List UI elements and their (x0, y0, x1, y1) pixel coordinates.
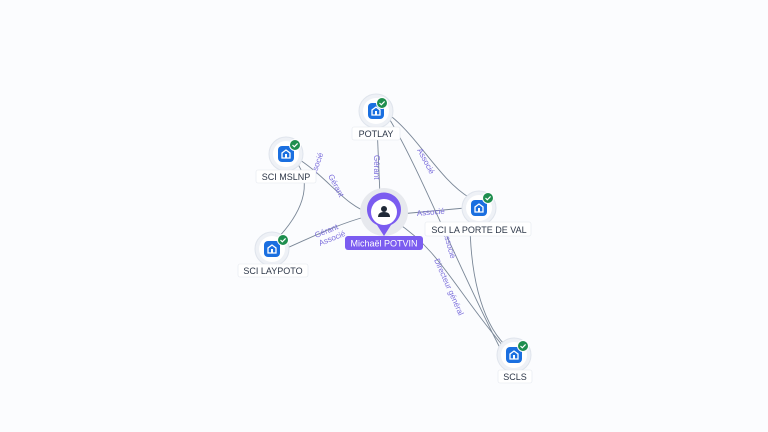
building-icon (264, 241, 280, 257)
edge-porte-scls (469, 219, 506, 346)
company-label: SCI LA PORTE DE VAL (431, 225, 526, 235)
company-node-sci-laypoto[interactable]: SCI LAYPOTO (237, 231, 309, 278)
edge-person-scls (395, 221, 509, 353)
verified-badge-icon (277, 234, 289, 246)
company-node-scls[interactable]: SCLS (496, 337, 533, 384)
company-label: SCI LAYPOTO (243, 266, 302, 276)
company-label: SCLS (503, 372, 527, 382)
edge-label: Associé (415, 147, 436, 176)
company-node-sci-la-porte-de-val[interactable]: SCI LA PORTE DE VAL (424, 190, 532, 237)
verified-badge-icon (517, 340, 529, 352)
edge-potlay-porte (391, 116, 471, 199)
edge-label: Gérant (326, 173, 346, 200)
building-icon (471, 200, 487, 216)
company-node-sci-mslnp[interactable]: SCI MSLNP (255, 136, 317, 184)
building-icon (278, 146, 294, 162)
edge-laypoto-mslnp (275, 159, 305, 241)
company-label: SCI MSLNP (262, 172, 311, 182)
edge-label: Gérant (372, 155, 381, 180)
edge-person-laypoto (286, 215, 369, 249)
edge-potlay-scls (389, 119, 501, 349)
company-label: POTLAY (359, 129, 394, 139)
verified-badge-icon (289, 139, 301, 151)
verified-badge-icon (376, 97, 388, 109)
edge-label: Associé (416, 207, 445, 218)
person-node-michael-potvin[interactable]: Michaël POTVIN (345, 188, 423, 250)
verified-badge-icon (482, 192, 494, 204)
company-node-potlay[interactable]: POTLAY (351, 93, 401, 141)
building-icon (506, 347, 522, 363)
person-label: Michaël POTVIN (350, 239, 417, 249)
user-icon (378, 206, 390, 217)
